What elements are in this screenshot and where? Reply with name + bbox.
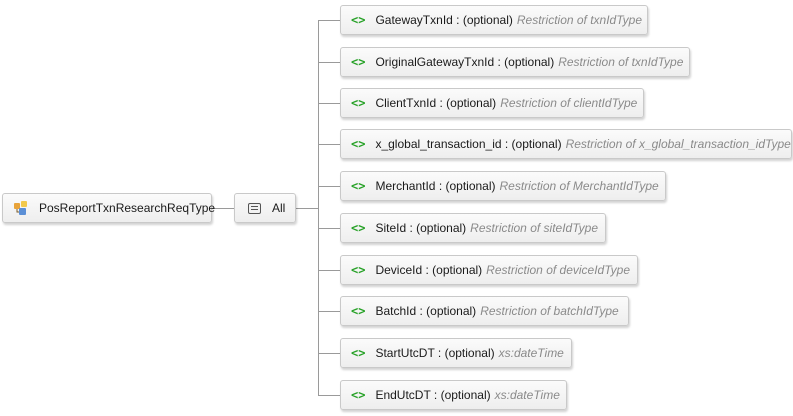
element-icon: <> bbox=[351, 221, 366, 235]
element-connector bbox=[318, 62, 340, 63]
element-icon: <> bbox=[351, 179, 366, 193]
all-compositor-node[interactable]: All bbox=[234, 193, 296, 223]
element-name: BatchId : (optional) bbox=[375, 304, 477, 318]
complex-type-icon bbox=[13, 200, 29, 216]
element-connector bbox=[318, 186, 340, 187]
element-name: EndUtcDT : (optional) bbox=[375, 388, 491, 402]
root-label: PosReportTxnResearchReqType bbox=[39, 201, 216, 215]
element-name: DeviceId : (optional) bbox=[375, 263, 483, 277]
branch-spine bbox=[318, 20, 319, 396]
element-type: Restriction of siteIdType bbox=[470, 221, 598, 235]
element-type: xs:dateTime bbox=[494, 388, 560, 402]
element-node[interactable]: <> ClientTxnId : (optional)Restriction of… bbox=[340, 88, 644, 118]
root-to-all-connector bbox=[212, 208, 234, 209]
element-connector bbox=[318, 311, 340, 312]
element-name: SiteId : (optional) bbox=[375, 221, 467, 235]
element-connector bbox=[318, 20, 340, 21]
all-compositor-icon bbox=[248, 202, 261, 214]
element-type: Restriction of txnIdType bbox=[558, 55, 684, 69]
element-icon: <> bbox=[351, 346, 366, 360]
element-connector bbox=[318, 228, 340, 229]
element-name: GatewayTxnId : (optional) bbox=[375, 13, 513, 27]
root-complex-type-node[interactable]: PosReportTxnResearchReqType bbox=[2, 193, 216, 223]
element-icon: <> bbox=[351, 388, 366, 402]
element-icon: <> bbox=[351, 13, 366, 27]
element-name: StartUtcDT : (optional) bbox=[375, 346, 495, 360]
element-type: Restriction of txnIdType bbox=[516, 13, 643, 27]
element-node[interactable]: <> BatchId : (optional)Restriction of bat… bbox=[340, 296, 629, 326]
element-type: Restriction of clientIdType bbox=[500, 96, 638, 110]
element-icon: <> bbox=[351, 137, 366, 151]
element-node[interactable]: <> MerchantId : (optional)Restriction of … bbox=[340, 171, 666, 201]
element-name: ClientTxnId : (optional) bbox=[375, 96, 497, 110]
all-to-branch-connector bbox=[296, 208, 318, 209]
element-node[interactable]: <> OriginalGatewayTxnId : (optional)Restr… bbox=[340, 47, 690, 77]
element-connector bbox=[318, 103, 340, 104]
element-icon: <> bbox=[351, 55, 366, 69]
element-node[interactable]: <> StartUtcDT : (optional)xs:dateTime bbox=[340, 338, 572, 368]
element-type: xs:dateTime bbox=[498, 346, 564, 360]
element-type: Restriction of batchIdType bbox=[480, 304, 619, 318]
element-type: Restriction of deviceIdType bbox=[486, 263, 631, 277]
element-connector bbox=[318, 144, 340, 145]
element-connector bbox=[318, 395, 340, 396]
element-name: MerchantId : (optional) bbox=[375, 179, 496, 193]
element-connector bbox=[318, 270, 340, 271]
element-type: Restriction of MerchantIdType bbox=[499, 179, 659, 193]
element-name: OriginalGatewayTxnId : (optional) bbox=[375, 55, 555, 69]
element-node[interactable]: <> SiteId : (optional)Restriction of site… bbox=[340, 213, 606, 243]
element-connector bbox=[318, 353, 340, 354]
element-icon: <> bbox=[351, 96, 366, 110]
element-node[interactable]: <> EndUtcDT : (optional)xs:dateTime bbox=[340, 380, 567, 410]
element-icon: <> bbox=[351, 304, 366, 318]
element-type: Restriction of x_global_transaction_idTy… bbox=[565, 137, 791, 151]
element-name: x_global_transaction_id : (optional) bbox=[375, 137, 562, 151]
element-node[interactable]: <> x_global_transaction_id : (optional)Re… bbox=[340, 129, 792, 159]
element-icon: <> bbox=[351, 263, 366, 277]
element-node[interactable]: <> DeviceId : (optional)Restriction of de… bbox=[340, 255, 638, 285]
element-node[interactable]: <> GatewayTxnId : (optional)Restriction o… bbox=[340, 5, 648, 35]
compositor-label: All bbox=[272, 201, 286, 215]
